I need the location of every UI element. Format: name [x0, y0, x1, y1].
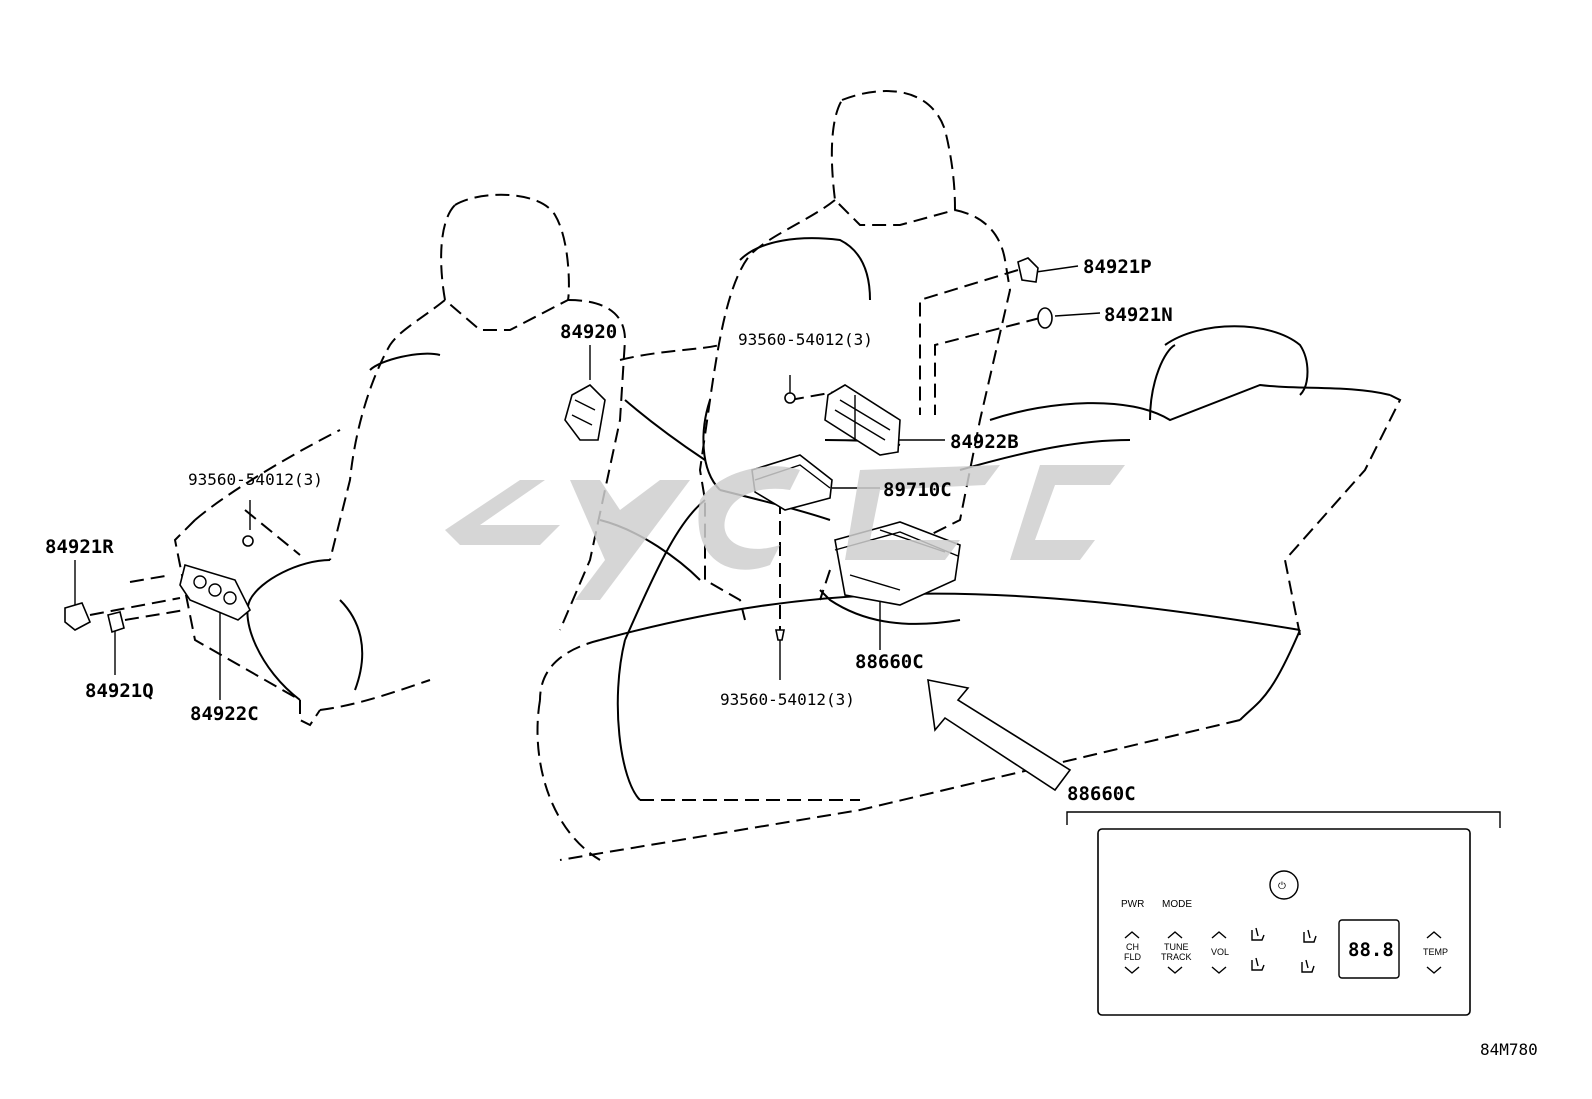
- power-symbol: ⏻: [1278, 881, 1286, 892]
- vol-label: VOL: [1211, 947, 1229, 957]
- seat-heat-icon: [1251, 927, 1265, 971]
- panel-detail: ⏻ PWR MODE CH FLD TUNE TRACK VOL 88.8 TE…: [1066, 811, 1501, 1016]
- power-icon: [1269, 870, 1299, 900]
- part-84921Q-knob: [107, 611, 125, 634]
- rear-bench-seat: [539, 325, 1402, 861]
- label-84920: 84920: [560, 321, 617, 343]
- part-84921R-knob: [64, 602, 92, 631]
- diagram-code: 84M780: [1480, 1040, 1538, 1059]
- chevron-up-icon: [1167, 931, 1183, 939]
- label-84922C: 84922C: [190, 703, 259, 725]
- ch-label: CH: [1126, 942, 1139, 952]
- track-label: TRACK: [1161, 952, 1192, 962]
- leader-lines: [74, 265, 1101, 700]
- chevron-down-icon: [1211, 966, 1227, 974]
- part-84920-bracket: [564, 384, 606, 441]
- label-88660C-part: 88660C: [855, 651, 924, 673]
- tune-label: TUNE: [1164, 942, 1189, 952]
- part-84922C-switch: [179, 563, 251, 621]
- bolt-icon: [242, 392, 796, 641]
- chevron-down-icon: [1124, 966, 1140, 974]
- front-seat-left: [173, 193, 721, 727]
- label-84921R: 84921R: [45, 536, 114, 558]
- watermark-logo: [445, 465, 1125, 600]
- chevron-up-icon: [1426, 931, 1442, 939]
- label-84921P: 84921P: [1083, 256, 1152, 278]
- view-arrow-icon: [927, 678, 1072, 792]
- label-88660C-panel: 88660C: [1067, 783, 1136, 805]
- chevron-down-icon: [1426, 966, 1442, 974]
- display-value: 88.8: [1348, 939, 1394, 961]
- temp-label: TEMP: [1423, 947, 1448, 957]
- label-84922B: 84922B: [950, 431, 1019, 453]
- label-84921Q: 84921Q: [85, 680, 154, 702]
- label-bolt-lower: 93560-54012(3): [720, 690, 855, 709]
- fld-label: FLD: [1124, 952, 1142, 962]
- part-84921P-knob: [1017, 257, 1039, 283]
- chevron-down-icon: [1167, 966, 1183, 974]
- label-84921N: 84921N: [1104, 304, 1173, 326]
- control-panel: [1097, 828, 1471, 1016]
- chevron-up-icon: [1124, 931, 1140, 939]
- mode-label: MODE: [1162, 899, 1192, 910]
- temp-display: [1338, 919, 1400, 979]
- part-labels: 84920 84921P 84921N 84922B 89710C 88660C…: [45, 256, 1538, 1059]
- label-bolt-upper: 93560-54012(3): [738, 330, 873, 349]
- part-84921N-knob: [1037, 307, 1053, 329]
- label-bolt-left: 93560-54012(3): [188, 470, 323, 489]
- part-84922B-switch: [824, 384, 901, 456]
- label-89710C: 89710C: [883, 479, 952, 501]
- seat-vent-icon: [1301, 929, 1317, 973]
- pwr-label: PWR: [1121, 899, 1144, 910]
- chevron-up-icon: [1211, 931, 1227, 939]
